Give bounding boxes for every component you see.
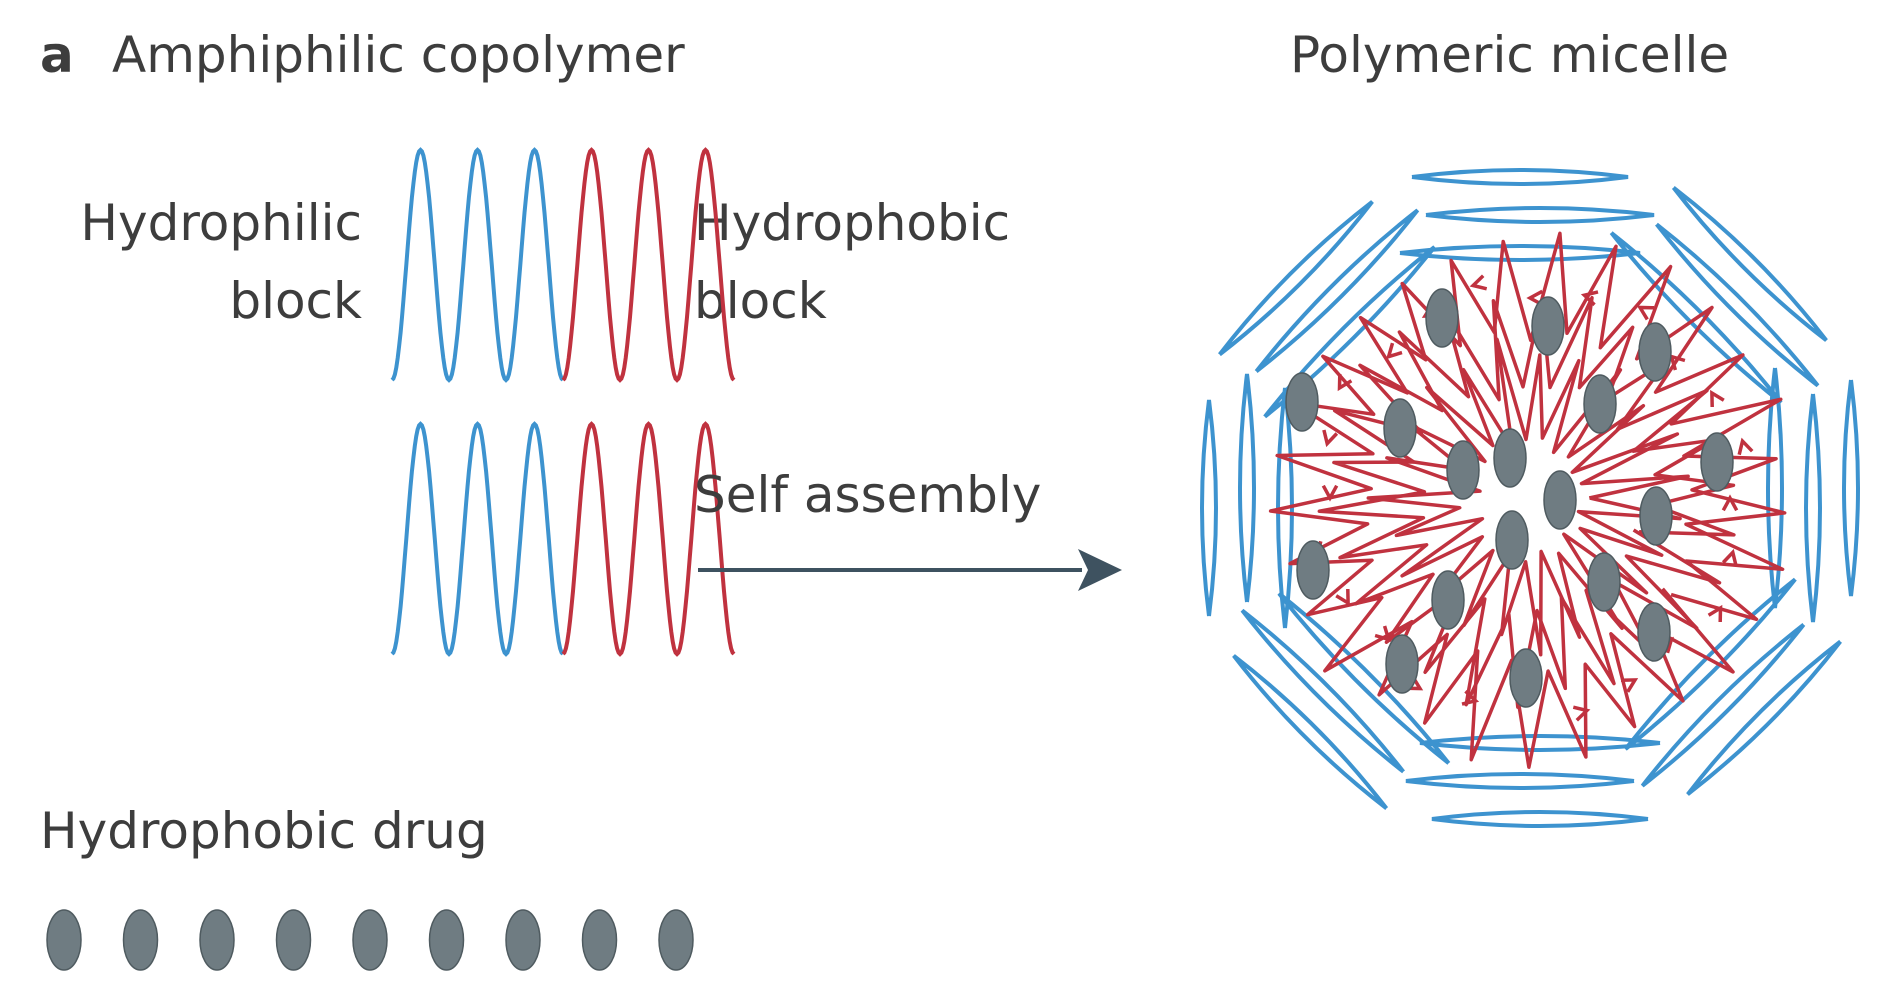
drug-molecule [658,909,694,971]
hydrophilic-loop [1431,810,1649,828]
hydrophobic-strand-tip [1721,494,1739,512]
encapsulated-drug [1425,288,1459,348]
encapsulated-drug [1495,510,1529,570]
hydrophobic-strand-tip [1620,678,1639,693]
encapsulated-drug [1431,570,1465,630]
hydrophilic-loop [1419,734,1661,752]
hydrophilic-loop [1276,387,1294,629]
hydrophobic-strand [1317,295,1736,709]
drug-label: Hydrophobic drug [40,802,488,860]
hydrophilic-loop [1640,623,1806,788]
hydrophilic-segment [390,147,565,383]
hydrophilic-loop [1240,608,1405,774]
copolymer-chain-bottom [390,421,736,657]
hydrophilic-loop [1804,393,1822,623]
hydrophobic-strand-tip [1572,705,1591,722]
hydrophobic-label-line1: Hydrophobic [694,194,1010,252]
drug-molecule [199,909,235,971]
hydrophilic-segment [390,421,565,657]
hydrophilic-loop [1200,399,1218,617]
hydrophobic-label-line2: block [694,272,827,330]
hydrophilic-loop [1623,577,1797,751]
self-assembly-label: Self assembly [694,466,1041,524]
hydrophilic-loop [1232,654,1389,810]
hydrophobic-strand-tip [1668,354,1686,371]
encapsulated-drug [1700,432,1734,492]
hydrophobic-strand-tip [1321,484,1339,502]
hydrophobic-strand-tip [1721,548,1738,567]
hydrophilic-loop [1399,244,1641,262]
encapsulated-drug [1638,322,1672,382]
hydrophobic-strand-tip [1737,437,1754,456]
hydrophobic-strand-tip [1636,305,1655,321]
drug-molecule [505,909,541,971]
self-assembly-arrow [698,549,1122,591]
hydrophilic-loop [1238,373,1256,603]
hydrophobic-strand-tip [1580,290,1599,307]
hydrophilic-label-line2: block [229,272,362,330]
polymeric-micelle [1200,168,1860,828]
copolymer-chain-top [390,147,736,383]
encapsulated-drug [1385,634,1419,694]
hydrophilic-loop [1655,222,1820,388]
hydrophilic-shell [1200,168,1860,828]
encapsulated-drug [1583,374,1617,434]
drug-molecule [352,909,388,971]
hydrophobic-segment [561,421,736,657]
hydrophilic-loop [1263,245,1437,419]
drug-molecule [46,909,82,971]
encapsulated-drug [1639,486,1673,546]
encapsulated-drug [1531,296,1565,356]
hydrophilic-loop [1254,208,1420,373]
encapsulated-drugs [1285,288,1734,708]
hydrophobic-segment [561,147,736,383]
hydrophilic-loop [1411,168,1629,186]
hydrophobic-strand-tip [1707,604,1723,623]
drug-molecule [275,909,312,971]
hydrophilic-label-line1: Hydrophilic [80,194,362,252]
encapsulated-drug [1383,398,1417,458]
encapsulated-drug [1446,440,1480,500]
hydrophobic-strand-tip [1374,625,1392,642]
encapsulated-drug [1285,372,1319,432]
hydrophobic-strand-tip [1469,274,1488,291]
drug-molecule [122,909,159,971]
hydrophobic-strand-tip [1461,689,1480,706]
hydrophobic-strand-tip [1710,389,1725,408]
hydrophobic-strand-tip [1335,588,1350,607]
hydrophobic-strand-tip [1337,373,1353,392]
hydrophilic-loop [1405,772,1635,790]
drug-molecule [581,909,618,971]
right-title: Polymeric micelle [1290,26,1729,84]
drug-molecule-row [46,909,694,971]
drug-molecule [428,909,465,971]
encapsulated-drug [1587,552,1621,612]
encapsulated-drug [1296,540,1330,600]
panel-letter: a [40,26,74,84]
encapsulated-drug [1543,470,1577,530]
hydrophilic-loop [1671,186,1828,342]
hydrophilic-loop [1218,200,1374,357]
hydrophilic-loop [1686,639,1842,796]
hydrophilic-loop [1766,367,1784,609]
hydrophilic-loop [1277,591,1451,765]
hydrophobic-strand-tip [1322,429,1339,448]
encapsulated-drug [1509,648,1543,708]
hydrophobic-strand-tip [1386,342,1403,360]
hydrophobic-strand [1366,337,1690,657]
encapsulated-drug [1637,602,1671,662]
left-title: Amphiphilic copolymer [112,26,685,84]
hydrophilic-loop [1842,379,1860,597]
encapsulated-drug [1493,428,1527,488]
hydrophilic-loop [1425,206,1655,224]
